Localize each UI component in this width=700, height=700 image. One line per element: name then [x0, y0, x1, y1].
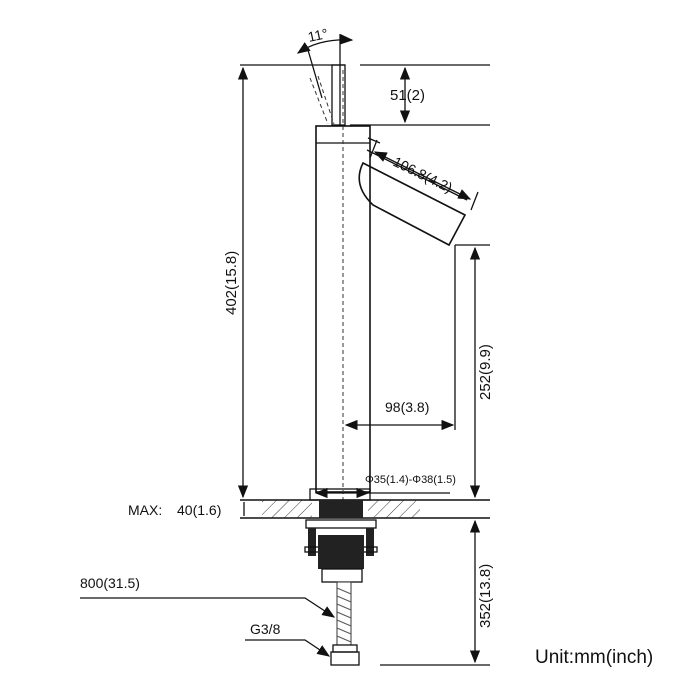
deck: [240, 488, 490, 519]
spout-length-label: 106.8(4.2): [391, 153, 455, 195]
mounting-hardware: [304, 519, 378, 666]
handle-height-label: 51(2): [390, 87, 425, 104]
thread-label: G3/8: [250, 621, 281, 637]
dimension-lines: [80, 64, 490, 666]
below-deck-label: 352(13.8): [477, 564, 494, 628]
max-deck-value: 40(1.6): [177, 502, 221, 518]
hose-length-label: 800(31.5): [80, 575, 140, 591]
handle: [296, 34, 354, 126]
spout: [358, 161, 467, 247]
max-deck-label: MAX:: [128, 502, 162, 518]
unit-label: Unit:mm(inch): [535, 647, 653, 668]
spout-reach-label: 98(3.8): [385, 399, 429, 415]
spout-height-label: 252(9.9): [477, 344, 494, 400]
hole-diameter-label: Φ35(1.4)-Φ38(1.5): [365, 474, 456, 486]
angle-label: 11°: [306, 25, 329, 45]
faucet-body: [315, 70, 371, 500]
total-height-label: 402(15.8): [223, 251, 240, 315]
